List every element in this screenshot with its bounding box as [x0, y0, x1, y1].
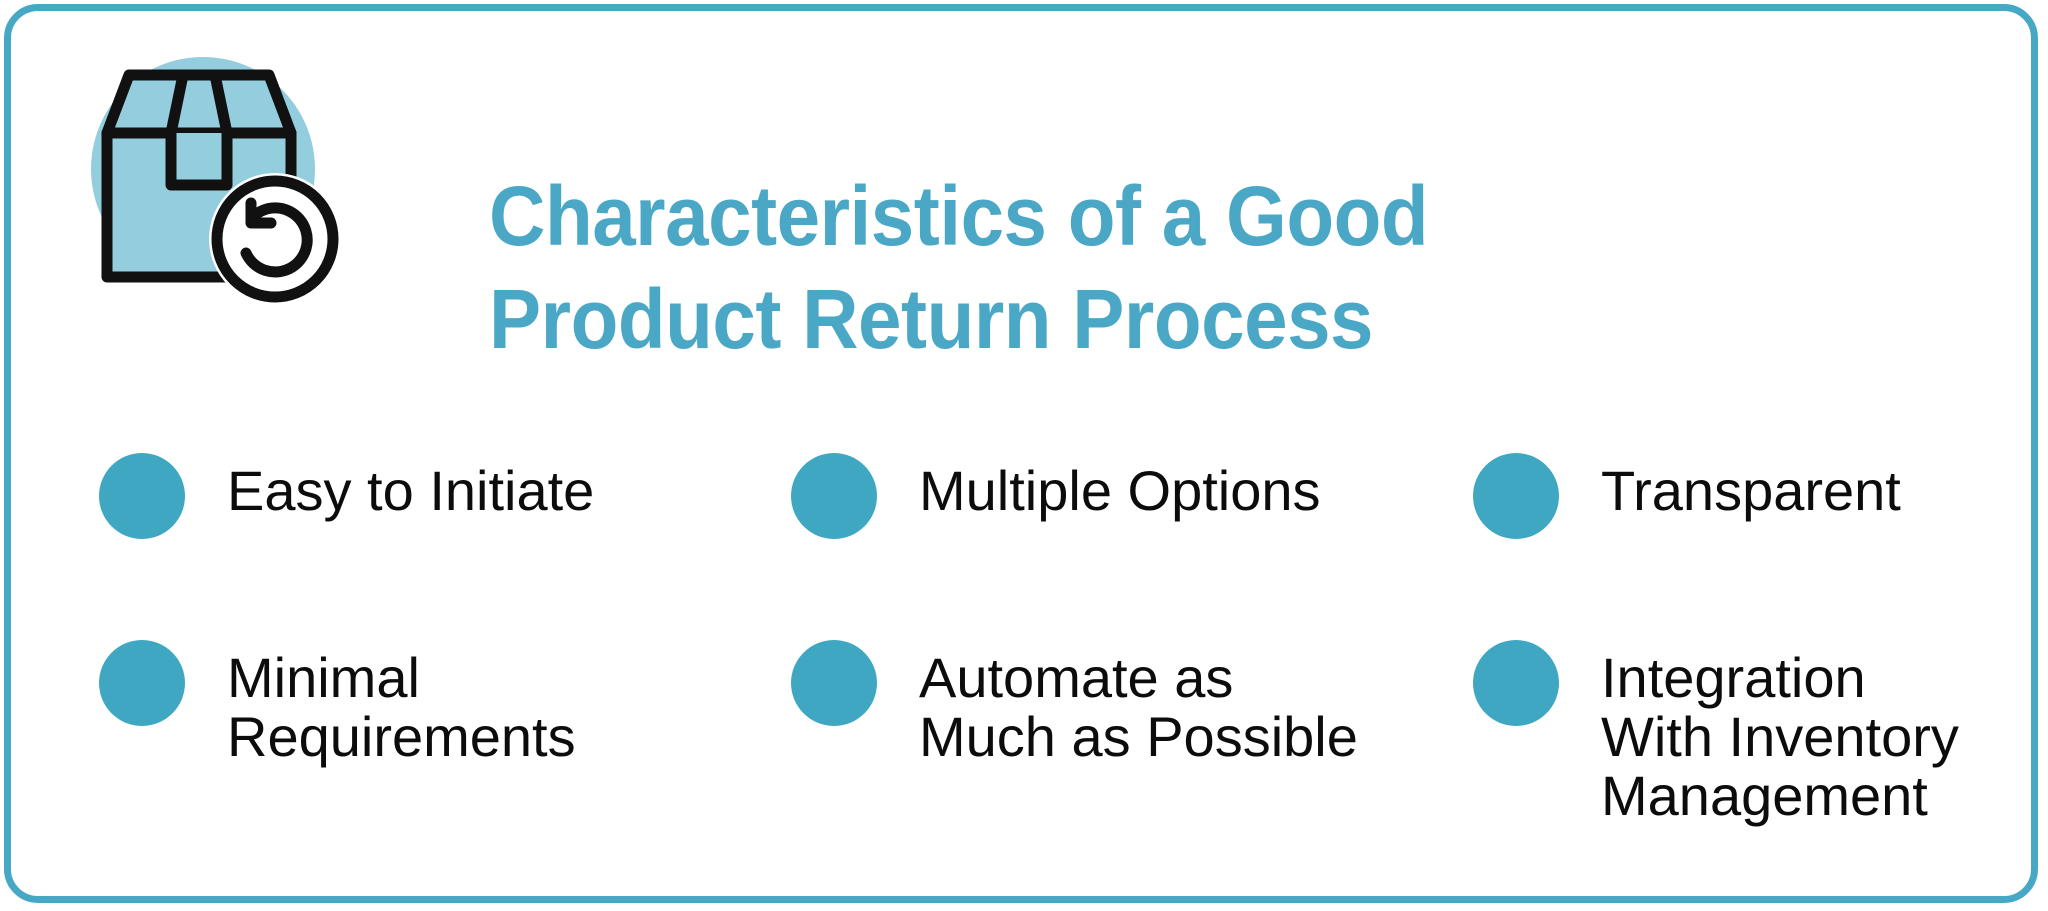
- page-title-line-1: Characteristics of a Good: [489, 169, 1429, 264]
- box-flap-top: [165, 69, 233, 139]
- item-label: Automate as Much as Possible: [919, 646, 1358, 768]
- page-title-line-2: Product Return Process: [489, 272, 1374, 367]
- bullet-icon: [1473, 453, 1559, 539]
- return-arrow-head: [245, 197, 277, 229]
- item-label: Integration With Inventory Management: [1601, 646, 1959, 827]
- item-label: Multiple Options: [919, 459, 1321, 522]
- item-label: Easy to Initiate: [227, 459, 595, 522]
- return-badge-ring: [211, 175, 339, 303]
- return-badge-backdrop: [209, 173, 341, 305]
- item-multiple-options: Multiple Options: [791, 451, 1321, 539]
- bullet-icon: [791, 453, 877, 539]
- bullet-icon: [1473, 640, 1559, 726]
- box-flap-tab: [165, 133, 233, 191]
- item-integration-with-inventory-management: Integration With Inventory Management: [1473, 638, 1959, 825]
- item-label: Transparent: [1601, 459, 1901, 522]
- package-return-icon: [83, 39, 353, 307]
- return-arrow-arc: [240, 202, 313, 278]
- item-easy-to-initiate: Easy to Initiate: [99, 451, 594, 539]
- bullet-icon: [99, 453, 185, 539]
- characteristics-list: Easy to Initiate Multiple Options Transp…: [11, 11, 2031, 896]
- bullet-icon: [791, 640, 877, 726]
- item-minimal-requirements: Minimal Requirements: [99, 638, 576, 766]
- bullet-icon: [99, 640, 185, 726]
- item-label: Minimal Requirements: [227, 646, 576, 768]
- infographic-card: Characteristics of a Good Product Return…: [4, 4, 2038, 903]
- item-transparent: Transparent: [1473, 451, 1901, 539]
- item-automate-as-much-as-possible: Automate as Much as Possible: [791, 638, 1358, 766]
- page-title: Characteristics of a Good Product Return…: [489, 165, 1772, 371]
